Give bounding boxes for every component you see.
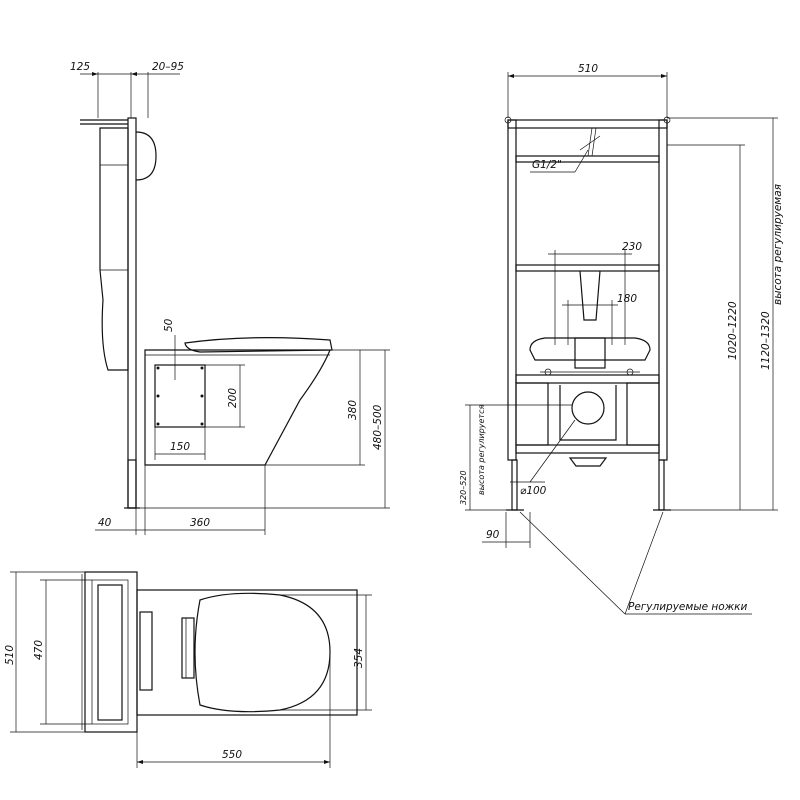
dim-480-500: 480–500 (372, 404, 384, 450)
dim-230: 230 (622, 241, 642, 253)
total-height-note: высота регулируемая (772, 184, 784, 305)
dim-354: 354 (353, 648, 365, 668)
dim-g12: G1/2" (532, 159, 562, 171)
dim-20-95: 20–95 (152, 61, 184, 73)
dim-510-top: 510 (4, 645, 16, 665)
dim-360: 360 (190, 517, 210, 529)
dim-90: 90 (486, 529, 500, 541)
dim-180: 180 (617, 293, 637, 305)
dim-200: 200 (227, 388, 239, 408)
dim-125: 125 (70, 61, 90, 73)
dim-550: 550 (222, 749, 242, 761)
front-view: 510 G1/2" 230 180 (459, 63, 784, 615)
top-view: 510 470 354 550 (4, 571, 372, 768)
dim-50: 50 (163, 318, 175, 332)
feet-label: Регулируемые ножки (628, 601, 747, 613)
dim-1020-1220: 1020–1220 (727, 301, 739, 360)
dim-40: 40 (98, 517, 112, 529)
dim-1120-1320: 1120–1320 (760, 311, 772, 370)
dim-d100: ⌀100 (520, 485, 547, 497)
dim-150: 150 (170, 441, 190, 453)
outlet-height-note: высота регулируется (477, 405, 486, 495)
side-view: 125 20–95 50 200 (70, 61, 390, 535)
dim-320-520: 320–520 (459, 470, 468, 505)
dim-380: 380 (347, 400, 359, 420)
dim-470: 470 (33, 640, 45, 660)
dim-510-front: 510 (578, 63, 598, 75)
